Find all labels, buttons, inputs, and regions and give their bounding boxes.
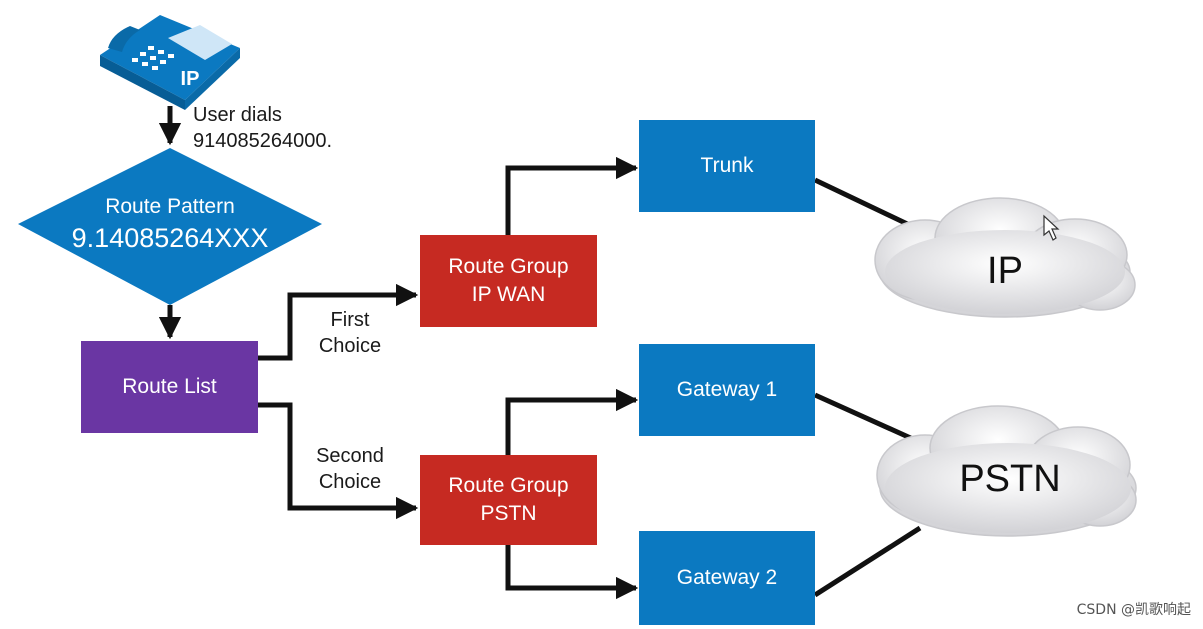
route-group-ipwan-line1: Route Group <box>448 255 569 278</box>
user-dials-label: User dials 914085264000. <box>193 102 332 154</box>
second-choice-line2: Choice <box>318 471 382 493</box>
ip-cloud-label: IP <box>987 250 1023 292</box>
trunk-to-ip-cloud-line <box>813 177 922 233</box>
pstn-cloud-label: PSTN <box>959 458 1061 500</box>
route-group-pstn-box: Route Group PSTN <box>420 455 597 545</box>
route-pattern-diamond <box>18 148 322 305</box>
list-to-pstn-arrow <box>258 402 419 520</box>
route-list-label: Route List <box>122 375 217 398</box>
route-group-ipwan-box: Route Group IP WAN <box>420 235 597 327</box>
route-list-box: Route List <box>81 341 258 433</box>
user-dials-line1: User dials <box>193 104 282 126</box>
pstn-to-gateway1-arrow <box>505 388 639 455</box>
mouse-cursor-icon <box>1043 214 1060 241</box>
ip-cloud <box>874 197 1136 318</box>
second-choice-label: Second Choice <box>300 443 400 495</box>
gateway1-to-pstn-cloud-line <box>813 392 917 443</box>
first-choice-label: First Choice <box>300 307 400 359</box>
route-group-pstn-line2: PSTN <box>480 502 537 525</box>
phone-ip-label: IP <box>181 68 200 90</box>
route-group-ipwan-line2: IP WAN <box>471 283 546 306</box>
first-choice-line2: Choice <box>318 335 382 357</box>
gateway2-to-pstn-cloud-line <box>813 525 922 598</box>
ip-phone-icon <box>100 15 240 110</box>
route-pattern-value: 9.14085264XXX <box>71 223 269 253</box>
first-choice-line1: First <box>330 309 370 331</box>
watermark: CSDN @凯歌响起 <box>1076 602 1191 618</box>
gateway1-box: Gateway 1 <box>639 344 815 436</box>
route-group-pstn-line1: Route Group <box>448 474 569 497</box>
pstn-cloud <box>876 405 1137 537</box>
second-choice-line1: Second <box>316 445 384 467</box>
user-dials-number: 914085264000. <box>193 130 333 152</box>
route-pattern-title: Route Pattern <box>105 195 235 218</box>
connectors <box>158 106 922 600</box>
gateway2-box: Gateway 2 <box>639 531 815 625</box>
gateway2-label: Gateway 2 <box>676 566 778 589</box>
trunk-label: Trunk <box>700 154 754 177</box>
ipwan-to-trunk-arrow <box>505 156 639 235</box>
route-pattern-text: Route Pattern 9.14085264XXX <box>28 186 312 262</box>
trunk-box: Trunk <box>639 120 815 212</box>
gateway1-label: Gateway 1 <box>676 378 778 401</box>
pstn-to-gateway2-arrow <box>505 545 639 600</box>
list-to-ipwan-arrow <box>258 283 419 361</box>
